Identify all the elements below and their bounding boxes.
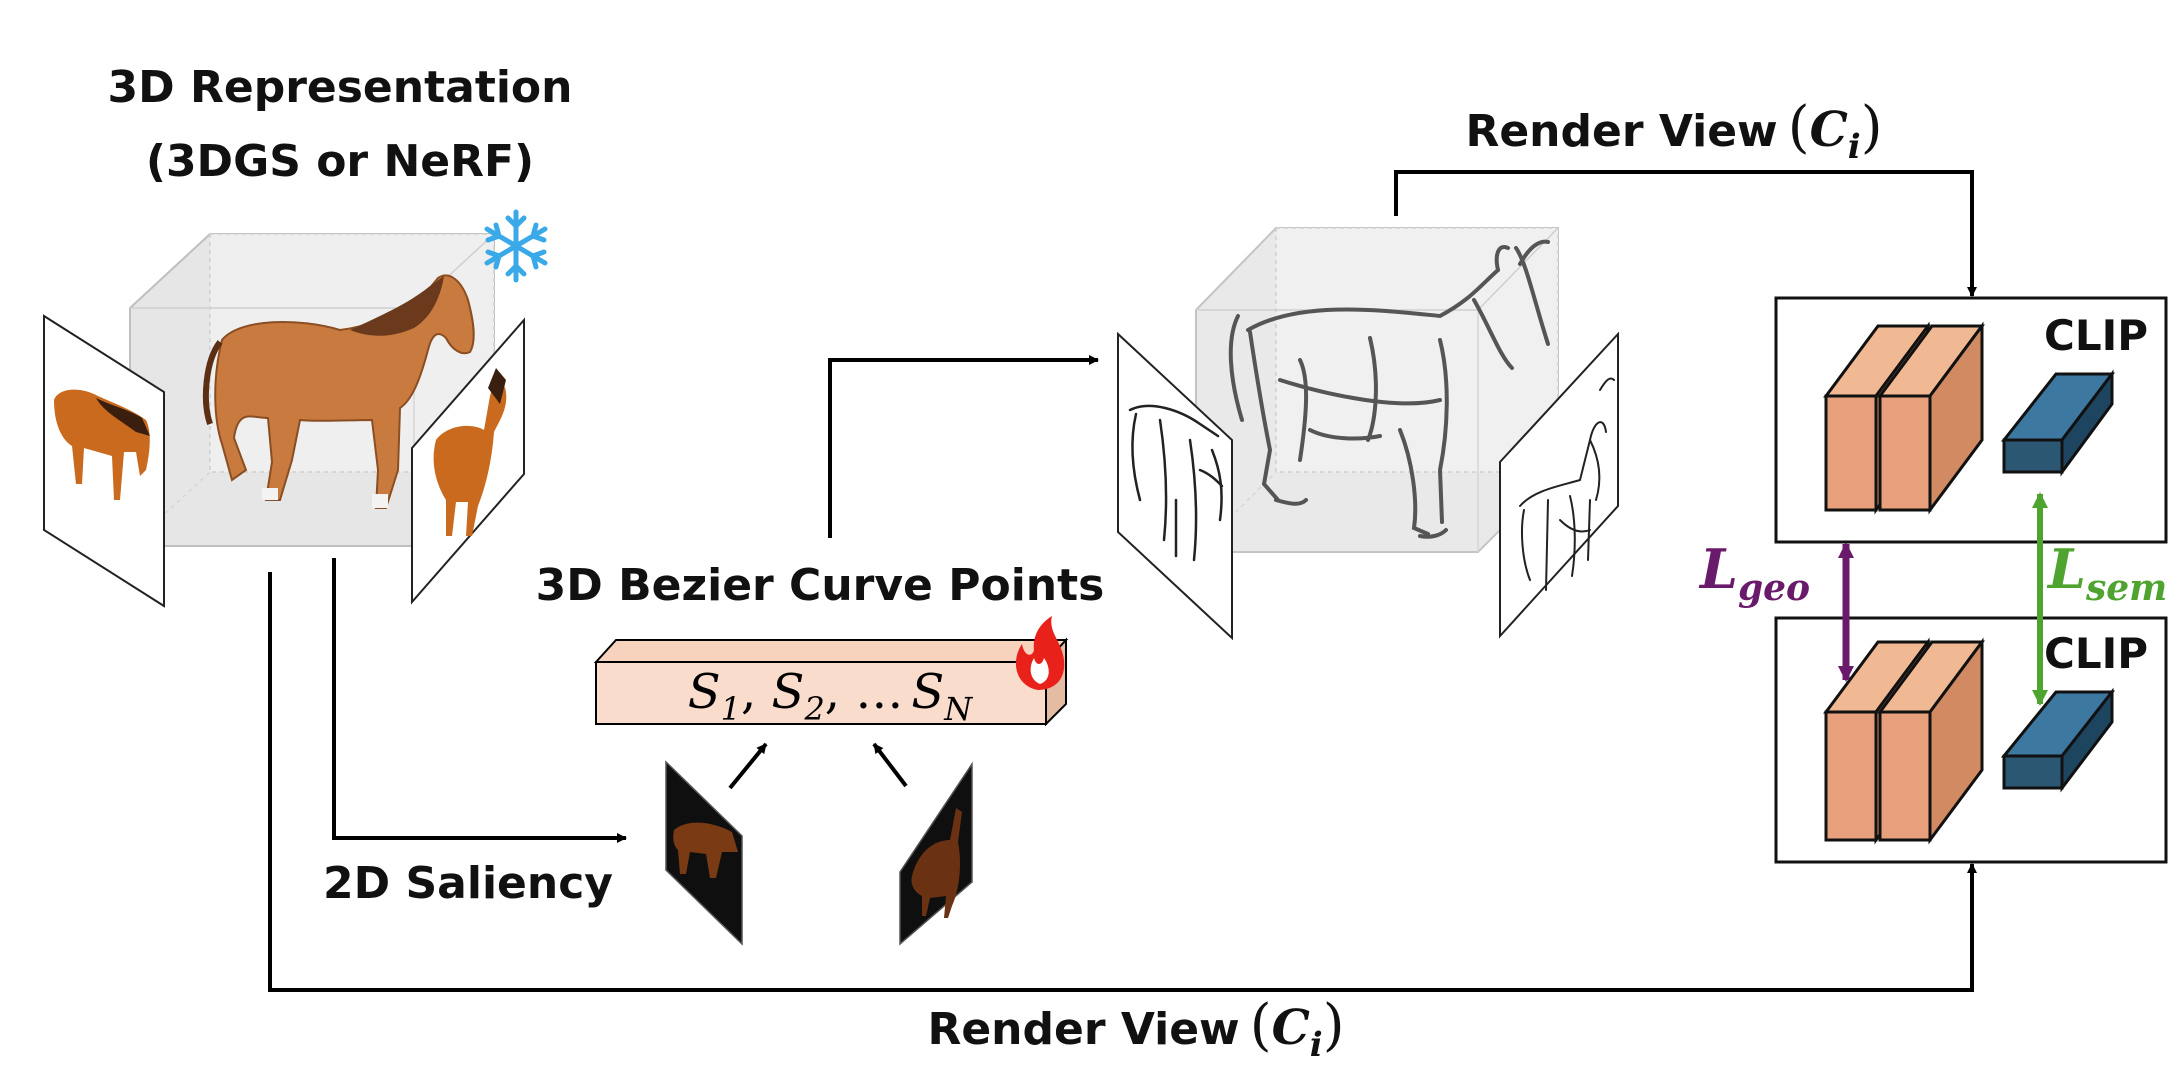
saliency-map-1	[665, 760, 743, 946]
saliency-arrow-left	[728, 742, 768, 790]
repr-title-line2: (3DGS or NeRF)	[146, 136, 534, 187]
sketch-horse-strokes	[1228, 239, 1550, 539]
horse-3d-model	[202, 274, 475, 509]
snowflake-icon	[484, 209, 548, 283]
clip-bottom-label: CLIP	[2044, 629, 2148, 678]
repr-to-saliency-arrow	[332, 558, 627, 843]
sem-loss-label: Lsem	[2046, 537, 2167, 609]
clip-top-encoder-blocks	[1823, 321, 1985, 515]
view-left-horse	[43, 314, 165, 608]
saliency-arrow-right	[872, 742, 908, 788]
repr-title-line1: 3D Representation	[108, 62, 573, 113]
bezier-to-render-arrow	[828, 355, 1099, 538]
bezier-title: 3D Bezier Curve Points	[536, 560, 1105, 611]
bezier-points-formula: S1, S2, …SN	[688, 664, 973, 728]
sketch-render-view-arrow	[1394, 170, 1977, 297]
clip-top-label: CLIP	[2044, 311, 2148, 360]
saliency-label: 2D Saliency	[323, 858, 613, 909]
geo-loss-label: Lgeo	[1698, 537, 1810, 609]
render-view-bottom-label: Render View(Ci)	[927, 993, 1344, 1065]
clip-bottom-embedding-block	[2000, 687, 2116, 793]
sketch-view-left	[1117, 331, 1233, 641]
repr-render-view-arrow	[268, 572, 1977, 992]
saliency-map-2	[899, 761, 973, 946]
sketch-view-right	[1499, 331, 1619, 639]
clip-top-embedding-block	[2000, 369, 2116, 477]
clip-bottom-encoder-blocks	[1823, 637, 1985, 845]
view-right-horse	[411, 317, 525, 605]
flame-icon	[1015, 616, 1065, 690]
bezier-points-box	[593, 637, 1069, 727]
render-view-top-label: Render View(Ci)	[1465, 95, 1882, 167]
